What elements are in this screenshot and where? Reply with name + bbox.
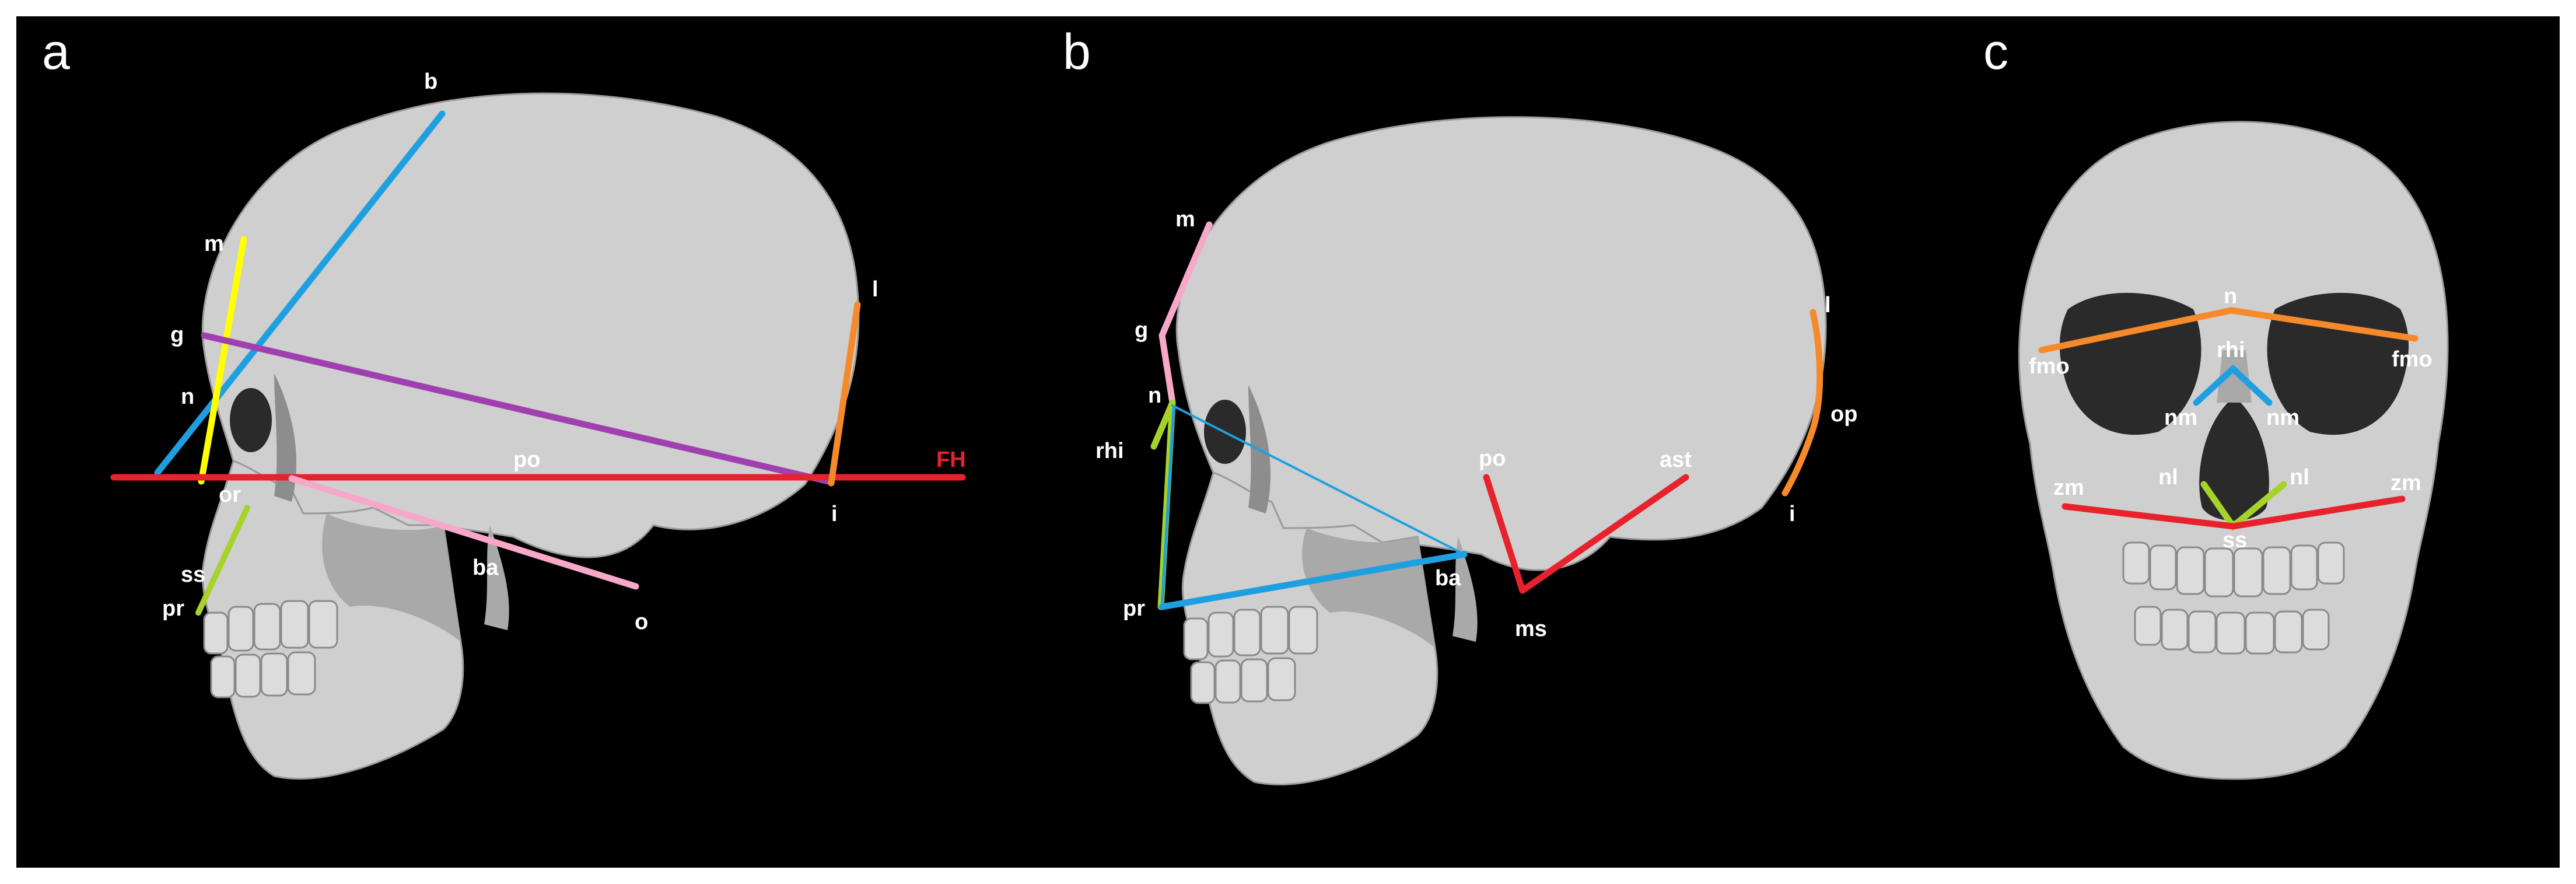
landmark-n-c: n	[2224, 284, 2237, 309]
orbit-a	[230, 388, 272, 452]
line-m-or-a	[198, 236, 247, 485]
landmark-or-a: or	[219, 483, 241, 507]
landmark-zm-right-c: zm	[2390, 471, 2421, 495]
landmark-nm-right-c: nm	[2266, 406, 2300, 430]
panel-letter-c: c	[1983, 24, 2008, 80]
landmark-nl-right-c: nl	[2290, 465, 2309, 490]
panel-letter-a: a	[42, 24, 70, 80]
landmark-o-a: o	[635, 610, 648, 634]
landmark-fmo-left-c: fmo	[2029, 354, 2070, 379]
cranium-a	[201, 92, 860, 558]
zygoma-a	[274, 373, 297, 502]
landmark-ms-b: ms	[1515, 617, 1547, 641]
skull-lateral-b	[1175, 116, 1827, 785]
landmark-m-a: m	[204, 232, 224, 256]
landmark-l-a: l	[872, 277, 878, 302]
landmark-g-a: g	[170, 323, 184, 347]
landmark-ss-c: ss	[2222, 528, 2247, 553]
landmark-po-a: po	[513, 448, 540, 472]
line-b-pr-a	[154, 110, 446, 476]
cranium-b	[1175, 116, 1827, 571]
landmark-fmo-right-c: fmo	[2392, 347, 2432, 372]
skull-frontal-c	[2018, 121, 2449, 780]
line-n-pr-blue-b	[1160, 407, 1175, 609]
landmark-po-b: po	[1479, 446, 1506, 471]
line-fmo-n-fmo-c	[2038, 307, 2418, 354]
panel-a: a b m g n or po ss pr ba o l i FH	[42, 24, 966, 780]
nasal-bones-c	[2217, 350, 2252, 403]
landmark-zm-left-c: zm	[2053, 476, 2084, 500]
teeth-c	[2122, 541, 2345, 655]
line-l-i-a	[828, 301, 861, 487]
landmark-pr-a: pr	[162, 596, 184, 621]
measurement-lines-a	[110, 110, 966, 616]
line-g-n-b	[1158, 332, 1176, 406]
landmark-ba-b: ba	[1435, 566, 1461, 591]
landmark-fh-a: FH	[936, 448, 966, 472]
landmark-b-a: b	[424, 69, 438, 94]
line-ms-ast-b	[1519, 474, 1689, 594]
mastoid-b	[1452, 537, 1478, 642]
landmark-l-b: l	[1825, 293, 1831, 317]
line-m-g-b	[1158, 221, 1213, 339]
landmark-m-b: m	[1175, 207, 1195, 232]
landmark-i-a: i	[831, 502, 838, 526]
line-zm-ss-zm-c	[2062, 495, 2406, 530]
line-po-o-a	[288, 475, 639, 590]
landmark-op-b: op	[1831, 402, 1857, 427]
line-n-ba-b	[1171, 404, 1465, 555]
landmark-rhi-c: rhi	[2217, 338, 2245, 362]
landmark-rhi-b: rhi	[1096, 439, 1124, 463]
landmark-nm-left-c: nm	[2164, 406, 2197, 430]
line-pr-ba-b	[1158, 551, 1468, 610]
landmark-g-b: g	[1135, 318, 1148, 343]
landmark-n-a: n	[181, 385, 194, 409]
ramus-b	[1302, 528, 1435, 648]
nasal-aperture-c	[2199, 397, 2269, 521]
panel-b: b m g n rhi pr po ast ba ms l op i	[1063, 24, 1857, 785]
line-nm-rhi-nm-c	[2193, 364, 2273, 406]
landmark-i-b: i	[1789, 502, 1796, 526]
landmark-ba-a: ba	[473, 555, 499, 580]
landmark-nl-left-c: nl	[2158, 465, 2178, 490]
orbit-left-c	[2059, 292, 2202, 435]
teeth-b	[1183, 606, 1318, 704]
landmark-n-b: n	[1148, 383, 1161, 408]
landmark-pr-b: pr	[1123, 596, 1145, 621]
line-or-ss-a	[195, 505, 250, 616]
mastoid-a	[484, 525, 509, 630]
orbit-right-c	[2267, 292, 2409, 435]
line-po-ms-b	[1483, 474, 1526, 594]
measurement-lines-c	[2038, 307, 2418, 532]
panel-c: c n fmo fmo rhi nm nm nl nl zm zm ss	[1983, 24, 2449, 780]
landmark-ast-b: ast	[1660, 448, 1692, 472]
ramus-a	[322, 513, 461, 642]
teeth-a	[203, 600, 338, 698]
landmark-ss-a: ss	[181, 562, 205, 587]
line-l-op-i-b	[1782, 309, 1824, 497]
measurement-lines-b	[1150, 221, 1824, 610]
line-g-i-a	[201, 332, 832, 485]
panel-letter-b: b	[1063, 24, 1091, 80]
